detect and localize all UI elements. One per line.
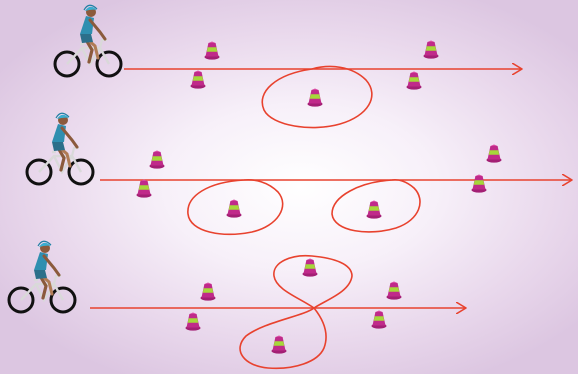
cyclist-icon: [53, 3, 123, 78]
loop-path: [261, 65, 373, 129]
cyclist-icon: [25, 111, 95, 186]
traffic-cone-icon: [149, 150, 165, 169]
traffic-cone-icon: [386, 281, 402, 300]
drill-row-1: [53, 3, 522, 129]
figure-eight-path: [239, 254, 353, 370]
traffic-cone-icon: [136, 179, 152, 198]
traffic-cone-icon: [366, 200, 382, 219]
cyclist-icon: [7, 239, 77, 314]
traffic-cone-icon: [190, 70, 206, 89]
traffic-cone-icon: [226, 199, 242, 218]
traffic-cone-icon: [302, 258, 318, 277]
traffic-cone-icon: [185, 312, 201, 331]
drill-row-2: [25, 111, 572, 235]
traffic-cone-icon: [406, 71, 422, 90]
traffic-cone-icon: [371, 310, 387, 329]
drill-row-3: [7, 239, 466, 370]
loop-path: [187, 179, 284, 235]
traffic-cone-icon: [204, 41, 220, 60]
traffic-cone-icon: [271, 335, 287, 354]
traffic-cone-icon: [200, 282, 216, 301]
traffic-cone-icon: [486, 144, 502, 163]
traffic-cone-icon: [307, 88, 323, 107]
traffic-cone-icon: [423, 40, 439, 59]
loop-path: [331, 178, 421, 233]
traffic-cone-icon: [471, 174, 487, 193]
